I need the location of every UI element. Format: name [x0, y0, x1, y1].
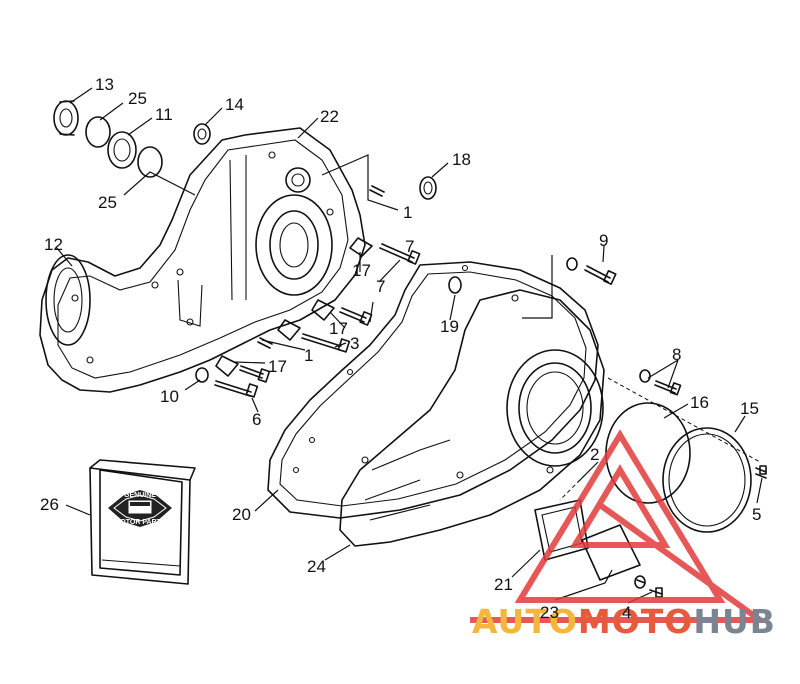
- callout-15: 15: [740, 399, 759, 418]
- callout-8: 8: [672, 345, 681, 364]
- callout-labels: 13 25 11 14 22 25 18 1 12 9 17 7 7 17 19…: [40, 75, 761, 622]
- outer-primary-cover: [339, 289, 605, 547]
- watermark-hub: HUB: [693, 602, 776, 641]
- badge-top-text: GENUINE: [124, 492, 156, 499]
- callout-1-top: 1: [403, 203, 412, 222]
- genuine-badge: GENUINE MOTOR PARTS: [108, 490, 172, 527]
- callout-14: 14: [225, 95, 244, 114]
- callout-7-a: 7: [405, 237, 414, 256]
- callout-25-top: 25: [128, 89, 147, 108]
- callout-17-b: 17: [329, 319, 348, 338]
- derby-cover-parts: [605, 402, 767, 533]
- callout-11: 11: [155, 105, 173, 124]
- callout-7-b: 7: [376, 277, 385, 296]
- callout-17-a: 17: [352, 261, 371, 280]
- callout-3: 3: [350, 334, 359, 353]
- inner-primary-cover: [39, 127, 366, 393]
- callout-19: 19: [440, 317, 459, 336]
- callout-10: 10: [160, 387, 179, 406]
- callout-4: 4: [622, 603, 631, 622]
- watermark-triangle: [470, 429, 770, 623]
- callout-13: 13: [95, 75, 114, 94]
- callout-16: 16: [690, 393, 709, 412]
- svg-text:AUTOMOTOHUB: AUTOMOTOHUB: [472, 602, 776, 641]
- callout-5: 5: [752, 505, 761, 524]
- callout-12: 12: [44, 235, 63, 254]
- leader-lines: [55, 87, 763, 604]
- watermark-moto: MOTO: [578, 602, 693, 641]
- callout-25-bottom: 25: [98, 193, 117, 212]
- callout-17-c: 17: [268, 357, 287, 376]
- callout-26: 26: [40, 495, 59, 514]
- seal-and-dowels: [257, 176, 462, 349]
- callout-21: 21: [494, 575, 513, 594]
- parts-package: GENUINE MOTOR PARTS: [89, 459, 196, 585]
- fasteners: [195, 237, 682, 398]
- bearing-stack: [53, 100, 211, 178]
- watermark-auto: AUTO: [472, 602, 578, 641]
- callout-1-bottom: 1: [304, 346, 313, 365]
- primary-gasket: [267, 261, 599, 519]
- callout-6: 6: [252, 410, 261, 429]
- callout-24: 24: [307, 557, 326, 576]
- callout-9: 9: [599, 231, 608, 250]
- callout-20: 20: [232, 505, 251, 524]
- watermark: AUTOMOTOHUB: [470, 429, 776, 641]
- callout-2: 2: [590, 445, 599, 464]
- callout-23: 23: [540, 603, 559, 622]
- badge-bottom-text: MOTOR PARTS: [114, 519, 165, 526]
- callout-22: 22: [320, 107, 339, 126]
- callout-18: 18: [452, 150, 471, 169]
